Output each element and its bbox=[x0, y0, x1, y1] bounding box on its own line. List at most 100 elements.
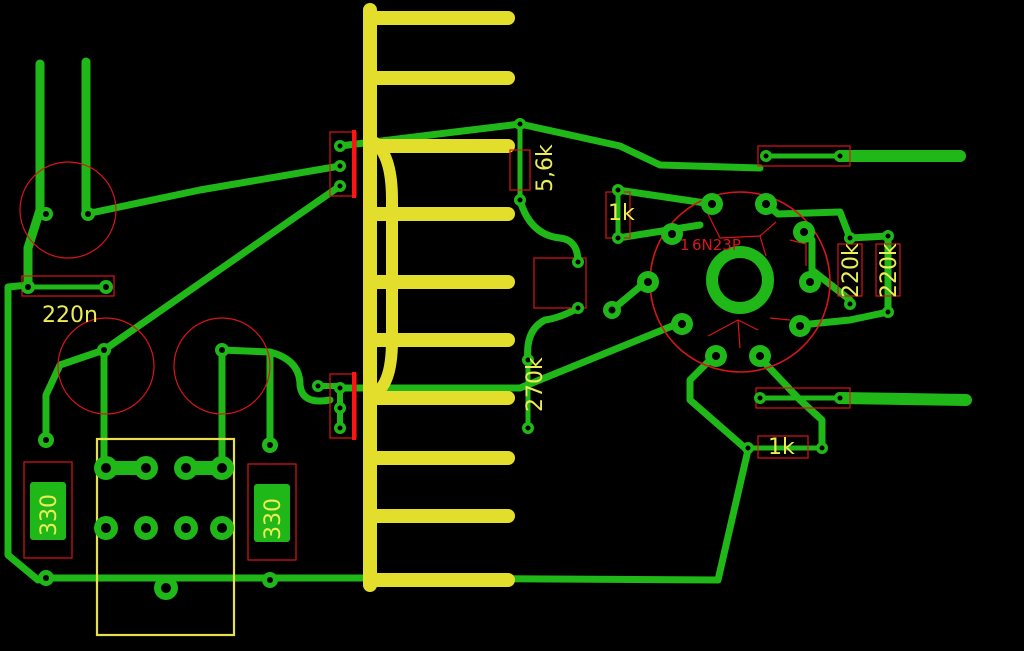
trace-1k-to-pin bbox=[614, 221, 704, 242]
pad-hole bbox=[837, 395, 843, 401]
label-resistor-330-right: 330 bbox=[261, 498, 286, 540]
trace-left-rail bbox=[4, 281, 42, 584]
pad-hole bbox=[885, 309, 891, 315]
trace-grid bbox=[341, 318, 686, 392]
pad-hole bbox=[885, 233, 891, 239]
resistor-330-right-body bbox=[247, 463, 297, 561]
trace-5k6-loop bbox=[516, 196, 582, 266]
pad-hole bbox=[217, 523, 227, 533]
pad-hole bbox=[615, 235, 621, 241]
pad-hole bbox=[219, 347, 225, 353]
pad-hole bbox=[161, 583, 171, 593]
trace-tube-bottom bbox=[686, 354, 749, 452]
electrolytic-cap-right-outline bbox=[173, 317, 271, 415]
pad-hole bbox=[267, 442, 273, 448]
label-resistor-1k-top: 1k bbox=[608, 201, 635, 226]
pad-hole bbox=[644, 278, 652, 286]
bus-bulge bbox=[364, 134, 398, 401]
resistor-330-right-fill bbox=[254, 484, 290, 542]
pad-hole bbox=[756, 352, 764, 360]
label-resistor-220k-b: 220k bbox=[877, 243, 902, 298]
pad-hole bbox=[181, 523, 191, 533]
tube-internal-marks bbox=[707, 213, 807, 349]
pad-hole bbox=[217, 463, 227, 473]
cap-top-right-outline bbox=[757, 145, 851, 167]
pad-hole bbox=[762, 200, 770, 208]
pad-hole bbox=[847, 301, 853, 307]
pad-hole bbox=[101, 463, 111, 473]
pad-hole bbox=[337, 143, 343, 149]
trace-tube-right-pin bbox=[796, 308, 892, 329]
trace-top-to-tube bbox=[336, 120, 764, 172]
pad-hole bbox=[819, 445, 825, 451]
pad-hole bbox=[25, 284, 31, 290]
pad-hole bbox=[141, 523, 151, 533]
label-resistor-5k6: 5,6k bbox=[533, 144, 558, 192]
pad-hole bbox=[837, 153, 843, 159]
label-resistor-220k-a: 220k bbox=[839, 243, 864, 298]
tube-center-hole bbox=[718, 258, 762, 302]
bus-comb bbox=[363, 3, 515, 592]
pad-hole bbox=[181, 463, 191, 473]
pad-hole bbox=[337, 163, 343, 169]
bridge-outline bbox=[95, 437, 236, 637]
trace-out-bottom bbox=[834, 392, 972, 406]
label-tube-part: 6N23P bbox=[692, 236, 741, 254]
pad-hole bbox=[615, 187, 621, 193]
pad-hole bbox=[517, 121, 523, 127]
pad-hole bbox=[315, 383, 321, 389]
pad-hole bbox=[745, 445, 751, 451]
pad-hole bbox=[337, 425, 343, 431]
pad-hole bbox=[103, 284, 109, 290]
resistor-5k6-body bbox=[509, 149, 531, 191]
pad-hole bbox=[101, 523, 111, 533]
label-tube-pin-prefix: 1 bbox=[680, 236, 690, 254]
pad-hole bbox=[525, 357, 531, 363]
trace-filter-to-270k bbox=[524, 304, 582, 364]
pad-hole bbox=[847, 235, 853, 241]
pad-hole bbox=[668, 230, 676, 238]
pad-hole bbox=[796, 322, 804, 330]
pad-hole bbox=[85, 211, 91, 217]
pad-hole bbox=[608, 306, 616, 314]
label-resistor-1k-bottom: 1k bbox=[768, 435, 795, 460]
resistor-1k-bottom-body bbox=[757, 435, 809, 459]
pad-hole bbox=[525, 425, 531, 431]
trace-cap-left-to-330 bbox=[42, 346, 108, 444]
pad-hole bbox=[517, 197, 523, 203]
resistor-330-left-fill bbox=[30, 482, 66, 540]
trace-left-lead-a bbox=[23, 59, 45, 290]
pad-hole bbox=[757, 395, 763, 401]
pad-hole bbox=[337, 405, 343, 411]
pad-hole bbox=[678, 320, 686, 328]
electrolytic-cap-left-outline bbox=[57, 317, 155, 415]
pad-hole bbox=[800, 228, 808, 236]
pad-hole bbox=[575, 305, 581, 311]
trace-connector-diagonal bbox=[100, 182, 344, 354]
connector-top-bar bbox=[352, 130, 356, 198]
pad-hole bbox=[337, 183, 343, 189]
pad-hole bbox=[267, 577, 273, 583]
label-cap-220n: 220n bbox=[42, 303, 98, 328]
pad-hole bbox=[101, 347, 107, 353]
label-resistor-270k: 270k bbox=[523, 357, 548, 412]
component-labels: 220n 330 330 5,6k 1k 220k 220k 270k 1k 1… bbox=[37, 144, 902, 540]
trace-cap-to-connector bbox=[82, 162, 344, 218]
pad-hole bbox=[43, 211, 49, 217]
pad-hole bbox=[575, 259, 581, 265]
filter-cap-outline bbox=[533, 257, 587, 309]
pad-hole bbox=[43, 575, 49, 581]
pad-hole bbox=[337, 385, 343, 391]
trace-1k-top-to-tube bbox=[614, 186, 716, 208]
pad-hole bbox=[806, 278, 814, 286]
trace-ground-rail bbox=[42, 446, 752, 584]
pad-hole bbox=[43, 437, 49, 443]
label-resistor-330-left: 330 bbox=[37, 494, 62, 536]
pad-hole bbox=[763, 153, 769, 159]
pad-hole bbox=[708, 200, 716, 208]
pad-hole bbox=[141, 463, 151, 473]
resistor-220k-b-body bbox=[875, 243, 901, 297]
pad-hole bbox=[712, 352, 720, 360]
trace-cap-right-loop bbox=[218, 346, 334, 405]
